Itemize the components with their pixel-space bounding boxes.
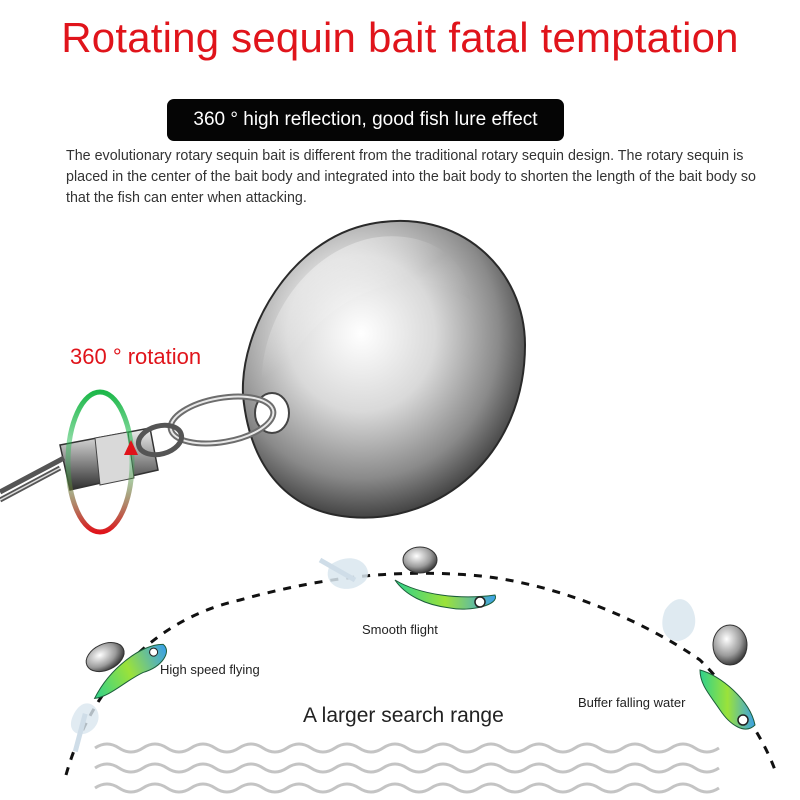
search-range-label: A larger search range [303,704,504,727]
spinner-blade [241,219,527,519]
split-ring-icon [167,393,277,447]
description-text: The evolutionary rotary sequin bait is d… [66,148,756,206]
rotation-label: 360 ° rotation [70,344,202,369]
smooth-flight-label: Smooth flight [362,622,438,637]
lure-icon [318,546,496,610]
flight-path [64,571,777,776]
rotation-arrow-icon [65,389,138,535]
page-title: Rotating sequin bait fatal temptation [61,14,739,61]
lure-icon [71,642,167,753]
high-speed-label: High speed flying [160,662,260,677]
lure-icon [662,599,756,730]
buffer-label: Buffer falling water [578,695,686,710]
swivel-icon [0,422,185,503]
feature-badge: 360 ° high reflection, good fish lure ef… [167,99,564,141]
wave-icon [94,742,720,794]
